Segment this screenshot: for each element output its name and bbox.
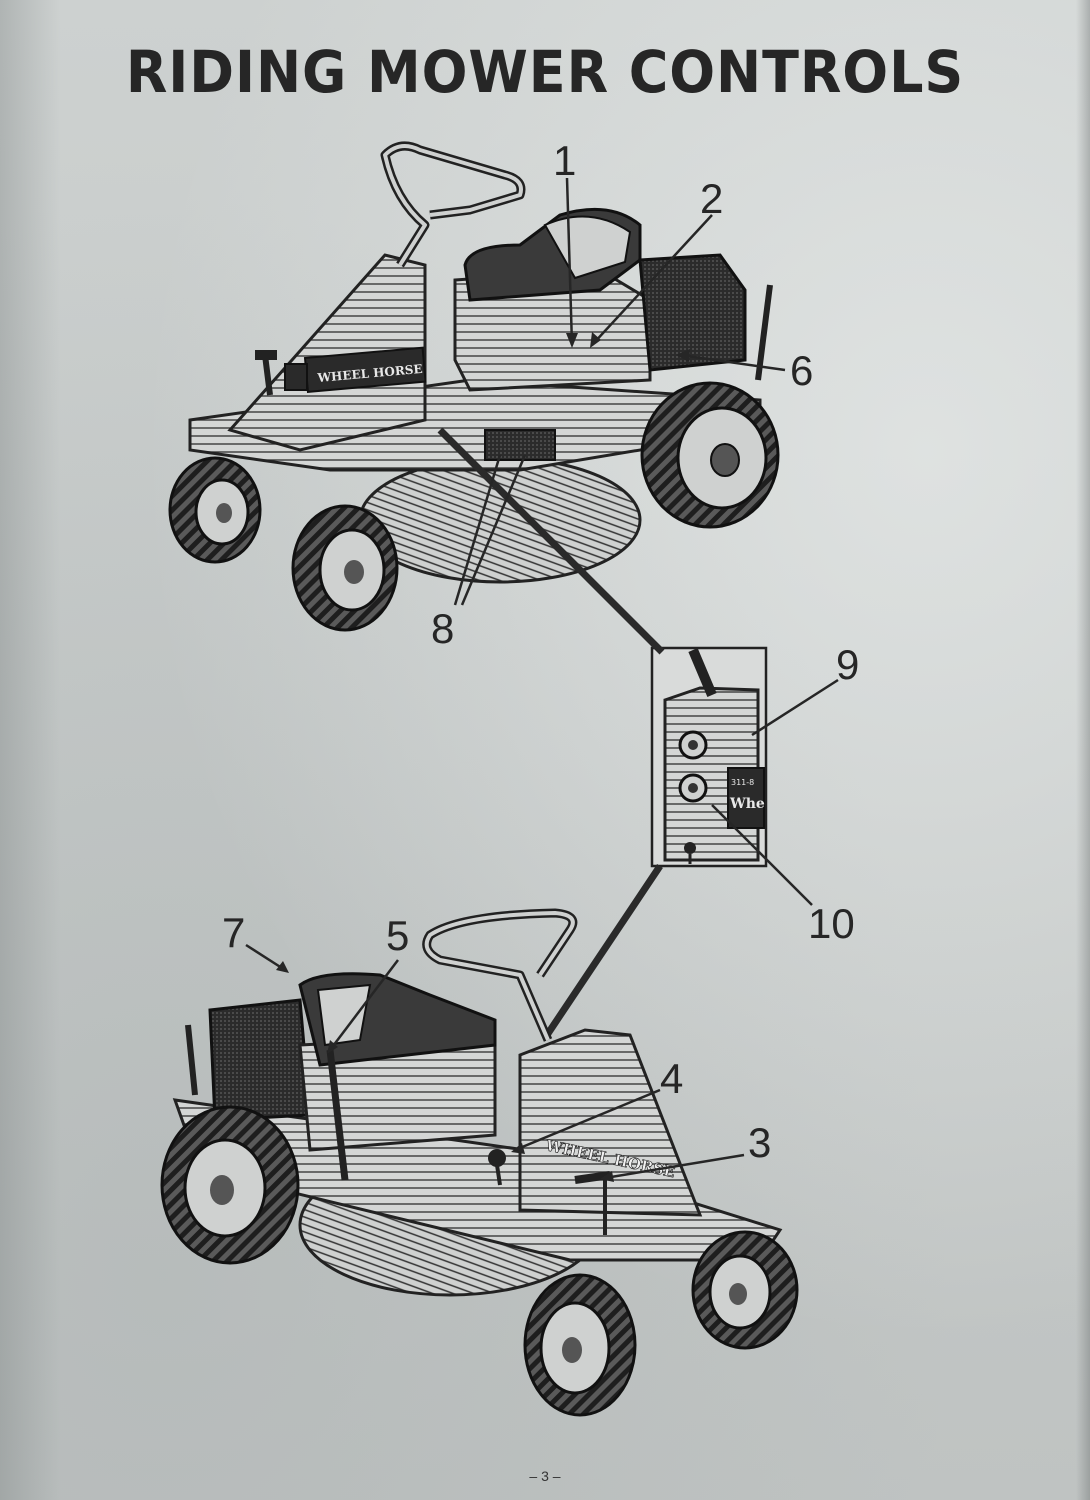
wheel-rear-left-bottom — [160, 1105, 300, 1265]
callout-1: 1 — [553, 137, 577, 184]
wheel-front-right-bottom — [691, 1230, 799, 1350]
callout-5: 5 — [386, 912, 410, 959]
leader-8a — [453, 454, 502, 606]
callout-9: 9 — [836, 641, 860, 688]
wheel-front-left-top — [168, 456, 262, 564]
callout-6: 6 — [790, 347, 814, 394]
leader-9 — [751, 678, 839, 737]
page-title: RIDING MOWER CONTROLS — [125, 38, 965, 106]
callout-10: 10 — [808, 900, 855, 947]
leader-lines — [245, 177, 839, 1180]
engine-top — [638, 253, 747, 372]
leader-arrowheads — [276, 332, 690, 1182]
leader-5 — [329, 959, 399, 1051]
wheel-rear-right-top — [640, 381, 780, 529]
callout-3: 3 — [748, 1119, 772, 1166]
leader-4 — [514, 1088, 661, 1152]
detail-panel: 311-8 Whe — [650, 646, 768, 868]
page-number: – 3 – — [529, 1468, 561, 1484]
hood-top — [227, 253, 427, 452]
page-edge — [1076, 0, 1090, 1500]
panel-brand-label: Whe — [729, 796, 765, 812]
wheel-front-left-bottom — [523, 1273, 637, 1417]
model-label: 311-8 — [731, 778, 754, 787]
connector-upper — [437, 427, 665, 655]
leader-3 — [604, 1153, 745, 1180]
leader-1 — [565, 177, 574, 346]
leader-10 — [711, 804, 813, 906]
wheel-front-right-top — [291, 504, 399, 632]
page-shadow — [0, 0, 60, 1500]
connector-lower — [542, 864, 663, 1040]
mower-bottom-view: WHEEL HORSE — [160, 908, 799, 1417]
leader-8b — [460, 454, 527, 606]
callout-2: 2 — [700, 175, 724, 222]
mower-top-view: WHEEL HORSE — [168, 141, 780, 632]
leader-6 — [679, 353, 786, 372]
callout-7: 7 — [222, 909, 246, 956]
callout-8: 8 — [431, 605, 455, 652]
mower-deck-top — [358, 456, 642, 584]
callout-4: 4 — [660, 1055, 684, 1102]
leader-7 — [245, 943, 286, 972]
engine-bottom — [208, 998, 312, 1122]
leader-2 — [591, 214, 713, 346]
